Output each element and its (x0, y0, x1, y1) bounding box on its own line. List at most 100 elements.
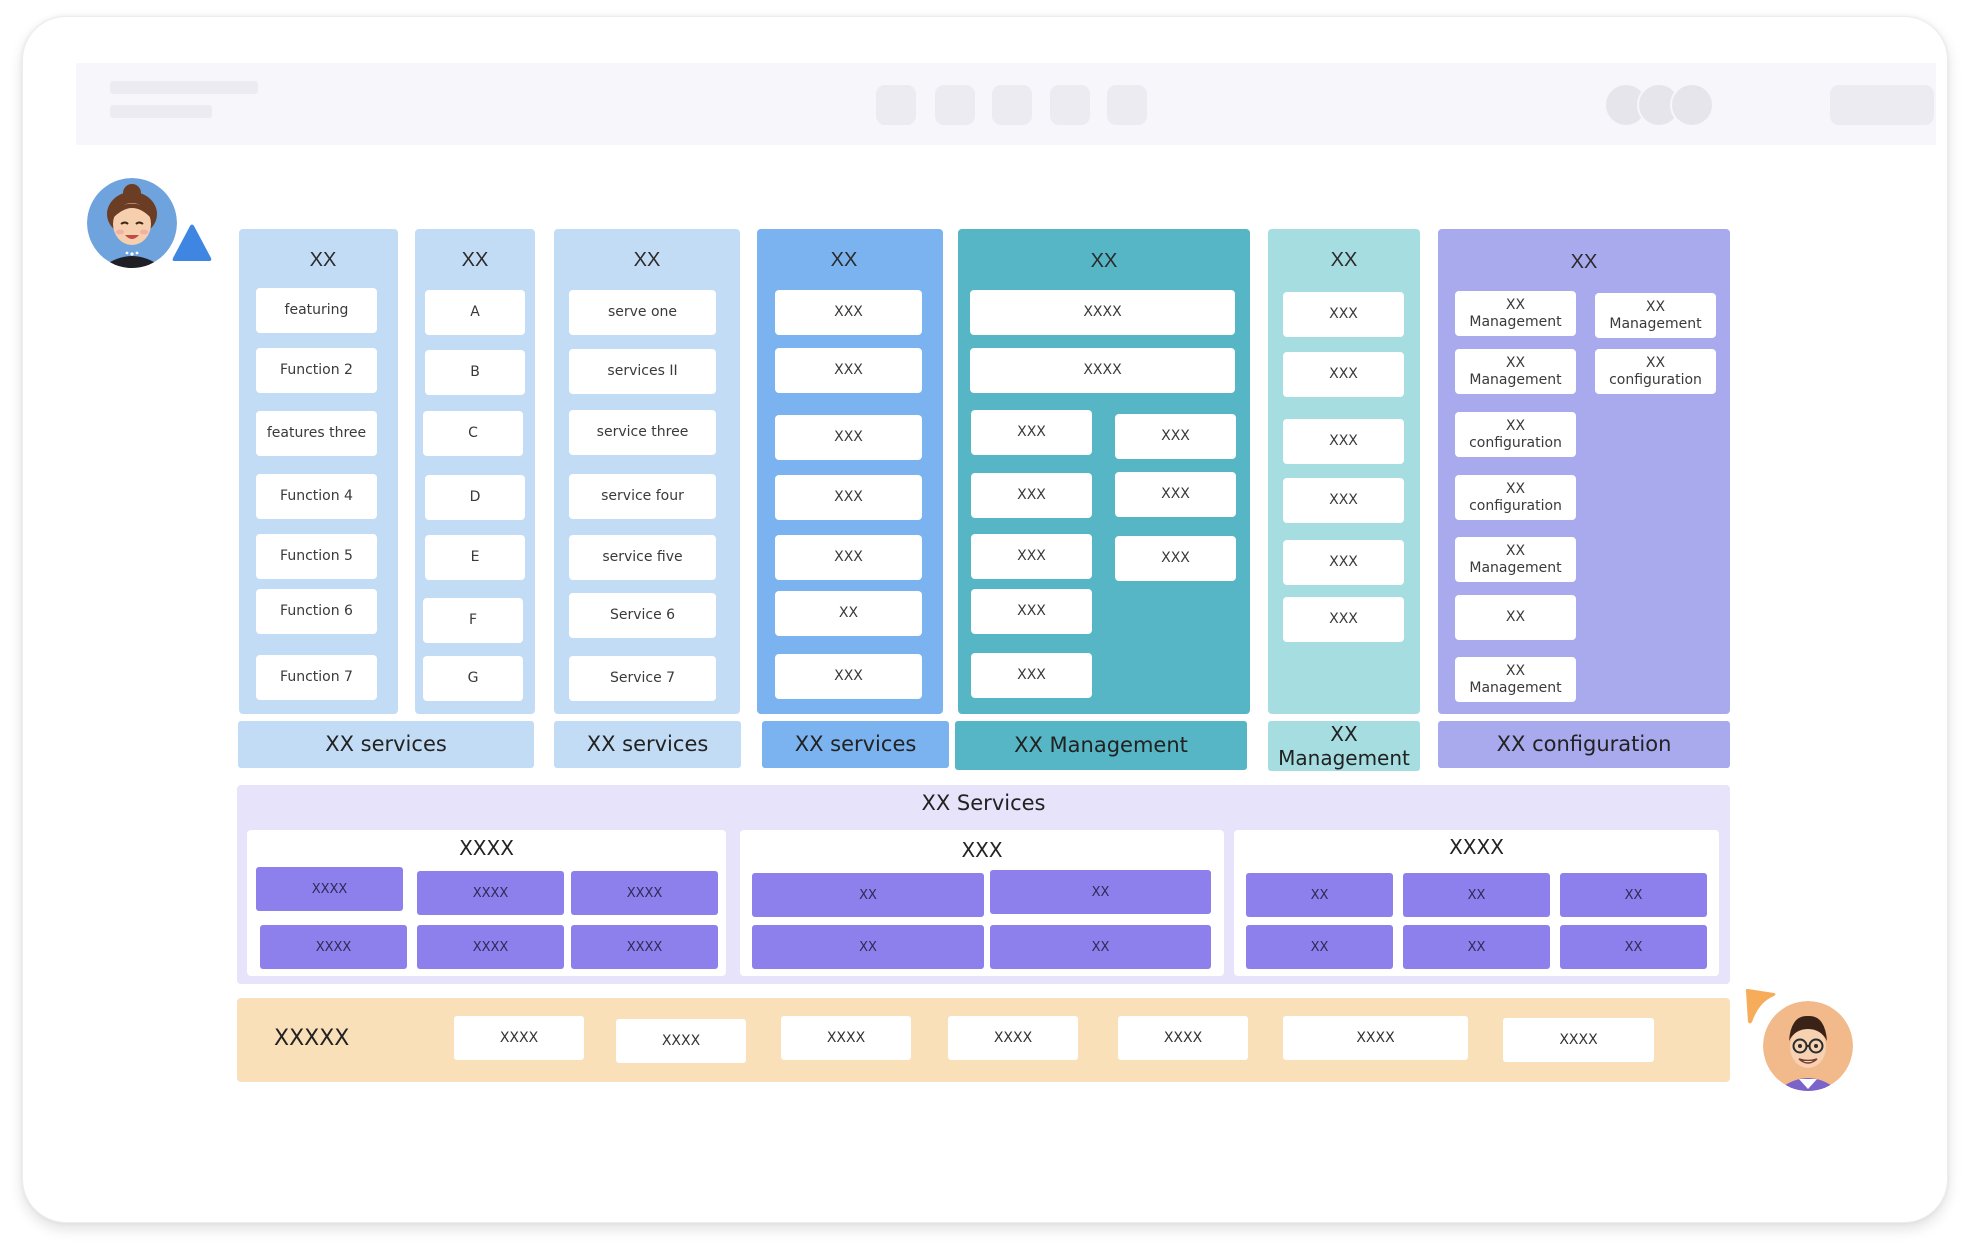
item-box[interactable]: XXX (775, 535, 922, 580)
service-box[interactable]: XXXX (417, 925, 564, 969)
service-box[interactable]: XX (990, 870, 1211, 914)
item-box[interactable]: C (423, 411, 523, 456)
footer-management-1: XX Management (955, 721, 1247, 770)
item-box[interactable]: F (423, 598, 523, 643)
column-services: XX serve one services II service three s… (554, 229, 740, 714)
service-box[interactable]: XX (1403, 925, 1550, 969)
bottom-box[interactable]: XXXX (1283, 1016, 1468, 1060)
bottom-box[interactable]: XXXX (1118, 1016, 1248, 1060)
bottom-box[interactable]: XXXX (616, 1019, 746, 1063)
toolbar-button-2[interactable] (935, 85, 975, 125)
service-box[interactable]: XX (1403, 873, 1550, 917)
item-box[interactable]: D (425, 475, 525, 520)
item-box[interactable]: service three (569, 410, 716, 455)
service-box[interactable]: XX (752, 873, 984, 917)
item-box[interactable]: XXX (775, 415, 922, 460)
column-management-teal: XX XXXX XXXX XXX XXX XXX XXX XXX XXX XXX… (958, 229, 1250, 714)
column-header: XX (1570, 251, 1598, 273)
toolbar-button-1[interactable] (876, 85, 916, 125)
item-box[interactable]: service four (569, 474, 716, 519)
service-box[interactable]: XXXX (571, 925, 718, 969)
item-box[interactable]: XXX (971, 410, 1092, 455)
item-box[interactable]: XXX (1283, 597, 1404, 642)
item-box[interactable]: Function 4 (256, 474, 377, 519)
bottom-band: XXXXX XXXX XXXX XXXX XXXX XXXX XXXX XXXX (237, 998, 1730, 1082)
item-box[interactable]: Function 5 (256, 534, 377, 579)
group-title: XXX (961, 838, 1003, 862)
services-group-1: XXXX XXXX XXXX XXXX XXXX XXXX XXXX (247, 830, 726, 976)
item-box[interactable]: features three (256, 411, 377, 456)
item-box[interactable]: Function 7 (256, 655, 377, 700)
item-box[interactable]: services II (569, 349, 716, 394)
item-box[interactable]: XXX (775, 348, 922, 393)
toolbar-button-5[interactable] (1107, 85, 1147, 125)
item-box[interactable]: XXX (971, 589, 1092, 634)
item-box[interactable]: XXX (971, 473, 1092, 518)
item-box[interactable]: Function 2 (256, 348, 377, 393)
item-box[interactable]: A (425, 290, 525, 335)
toolbar-button-4[interactable] (1050, 85, 1090, 125)
item-box[interactable]: XXX (1115, 472, 1236, 517)
bottom-box[interactable]: XXXX (948, 1016, 1078, 1060)
bottom-box[interactable]: XXXX (454, 1016, 584, 1060)
item-box[interactable]: XXX (775, 475, 922, 520)
service-box[interactable]: XX (1560, 925, 1707, 969)
service-box[interactable]: XX (1246, 873, 1393, 917)
column-header: XX (830, 249, 858, 271)
item-box[interactable]: XXX (1115, 536, 1236, 581)
item-box[interactable]: XXX (1115, 414, 1236, 459)
item-box[interactable]: XXX (1283, 419, 1404, 464)
service-box[interactable]: XX (1560, 873, 1707, 917)
item-box[interactable]: Service 7 (569, 656, 716, 701)
item-box[interactable]: XXX (775, 654, 922, 699)
item-box[interactable]: XXXX (970, 348, 1235, 393)
service-box[interactable]: XXXX (571, 871, 718, 915)
item-box[interactable]: XXX (1283, 352, 1404, 397)
item-box[interactable]: E (425, 535, 525, 580)
item-box[interactable]: XXXX (970, 290, 1235, 335)
item-box[interactable]: XXX (1283, 292, 1404, 337)
toolbar-button-3[interactable] (992, 85, 1032, 125)
item-box[interactable]: B (425, 350, 525, 395)
male-avatar (1763, 1001, 1853, 1091)
item-box[interactable]: XX (775, 591, 922, 636)
service-box[interactable]: XX (1246, 925, 1393, 969)
item-box[interactable]: XXX (1283, 478, 1404, 523)
item-box[interactable]: Service 6 (569, 593, 716, 638)
subtitle-placeholder (110, 105, 212, 118)
user-circle-3[interactable] (1670, 83, 1714, 127)
service-box[interactable]: XX (990, 925, 1211, 969)
service-box[interactable]: XXXX (256, 867, 403, 911)
item-box[interactable]: serve one (569, 290, 716, 335)
item-box[interactable]: XXX (1283, 540, 1404, 585)
share-button[interactable] (1830, 85, 1934, 125)
bottom-box[interactable]: XXXX (1503, 1018, 1654, 1062)
group-title: XXXX (459, 836, 514, 860)
item-box[interactable]: XXX (971, 653, 1092, 698)
column-header: XX (633, 249, 661, 271)
item-box[interactable]: G (423, 656, 523, 701)
female-avatar (87, 178, 177, 268)
item-box[interactable]: service five (569, 535, 716, 580)
top-toolbar (76, 63, 1936, 145)
item-box[interactable]: Function 6 (256, 589, 377, 634)
service-box[interactable]: XXXX (260, 925, 407, 969)
item-box[interactable]: featuring (256, 288, 377, 333)
item-box[interactable]: XXX (971, 534, 1092, 579)
item-box[interactable]: XX (1455, 595, 1576, 640)
column-letters: XX A B C D E F G (415, 229, 535, 714)
service-box[interactable]: XX (752, 925, 984, 969)
service-box[interactable]: XXXX (417, 871, 564, 915)
column-header: XX (1090, 250, 1118, 272)
item-box[interactable]: XXX (775, 290, 922, 335)
bottom-box[interactable]: XXXX (781, 1016, 911, 1060)
